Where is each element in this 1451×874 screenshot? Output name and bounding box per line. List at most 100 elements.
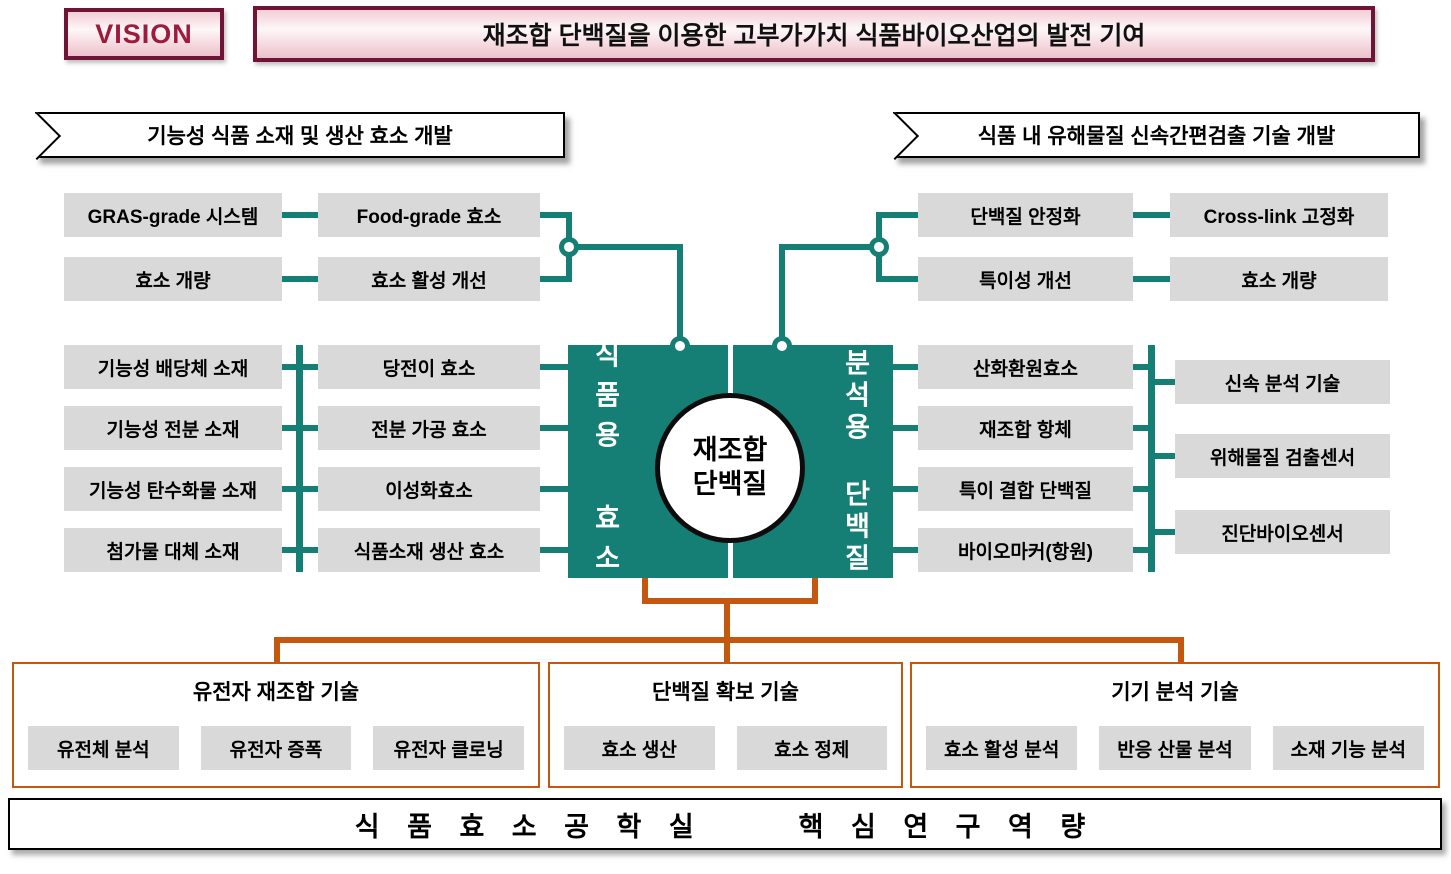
box-genome-analysis: 유전체 분석	[28, 726, 179, 770]
connector-line	[282, 425, 296, 431]
connector-line	[1133, 212, 1170, 218]
junction-ring	[772, 336, 792, 356]
group-gene-recombination-title: 유전자 재조합 기술	[192, 681, 360, 704]
vision-label: VISION	[95, 18, 193, 49]
box-enzyme-activity-improvement: 효소 활성 개선	[318, 257, 540, 301]
box-additive-substitute: 첨가물 대체 소재	[64, 528, 282, 572]
group-gene-recombination: 유전자 재조합 기술 유전체 분석 유전자 증폭 유전자 클로닝	[12, 662, 540, 788]
vision-title: 재조합 단백질을 이용한 고부가가치 식품바이오산업의 발전 기여	[482, 22, 1146, 50]
connector-line	[540, 547, 568, 553]
box-transglycosylation-enzyme: 당전이 효소	[318, 345, 540, 389]
box-gene-amplification: 유전자 증폭	[200, 726, 352, 770]
connector-line	[303, 486, 318, 492]
group-gene-recombination-items: 유전체 분석 유전자 증폭 유전자 클로닝	[14, 726, 538, 770]
group-protein-acquisition: 단백질 확보 기술 효소 생산 효소 정제	[548, 662, 903, 788]
connector-line	[779, 244, 879, 250]
connector-line	[282, 276, 318, 282]
connector-line	[1155, 529, 1175, 535]
connector-line	[303, 425, 318, 431]
connector-line	[724, 602, 730, 640]
connector-line	[540, 212, 572, 218]
connector-line	[1178, 641, 1184, 662]
connector-line	[812, 578, 818, 602]
junction-ring	[670, 336, 690, 356]
vision-title-box: 재조합 단백질을 이용한 고부가가치 식품바이오산업의 발전 기여	[253, 6, 1375, 62]
box-food-grade-enzyme: Food-grade 효소	[318, 193, 540, 237]
pillar-analysis-protein: 분석용 단백질	[733, 345, 893, 578]
box-recombinant-antibody: 재조합 항체	[918, 406, 1133, 450]
box-rapid-analysis-tech: 신속 분석 기술	[1175, 360, 1390, 404]
box-specificity-improvement: 특이성 개선	[918, 257, 1133, 301]
group-instrument-analysis-title: 기기 분석 기술	[1111, 681, 1239, 704]
connector-line	[893, 425, 918, 431]
box-specific-binding-protein: 특이 결합 단백질	[918, 467, 1133, 511]
connector-line	[540, 276, 572, 282]
footer-core-competency: 핵 심 연 구 역 량	[798, 811, 1096, 842]
group-protein-acquisition-title: 단백질 확보 기술	[652, 681, 799, 704]
core-recombinant-protein: 재조합 단백질	[655, 393, 805, 543]
connector-line	[303, 364, 318, 370]
connector-line	[540, 364, 568, 370]
junction-ring	[559, 237, 579, 257]
box-biomarker-antigen: 바이오마커(항원)	[918, 528, 1133, 572]
connector-line	[1133, 276, 1170, 282]
box-gras-grade-system: GRAS-grade 시스템	[64, 193, 282, 237]
box-isomerase: 이성화효소	[318, 467, 540, 511]
box-enzyme-improvement-right: 효소 개량	[1170, 257, 1388, 301]
right-section-header: 식품 내 유해물질 신속간편검출 기술 개발	[893, 112, 1420, 158]
box-functional-starch: 기능성 전분 소재	[64, 406, 282, 450]
box-gene-cloning: 유전자 클로닝	[373, 726, 525, 770]
connector-line	[282, 364, 296, 370]
left-section-header: 기능성 식품 소재 및 생산 효소 개발	[35, 112, 565, 158]
connector-line	[642, 598, 818, 604]
box-enzyme-activity-analysis: 효소 활성 분석	[926, 726, 1078, 770]
core-label-line1: 재조합	[692, 435, 768, 466]
connector-line	[642, 578, 648, 602]
pillar-analysis-protein-label: 분석용 단백질	[840, 348, 870, 575]
connector-line	[882, 212, 918, 218]
footer-bar: 식 품 효 소 공 학 실 핵 심 연 구 역 량	[8, 798, 1442, 850]
connector-line	[282, 212, 318, 218]
connector-line	[677, 244, 683, 345]
connector-line	[779, 244, 785, 345]
box-hazard-detection-sensor: 위해물질 검출센서	[1175, 434, 1390, 478]
box-material-function-analysis: 소재 기능 분석	[1272, 726, 1424, 770]
box-enzyme-improvement-left: 효소 개량	[64, 257, 282, 301]
connector-line	[274, 641, 280, 662]
connector-line	[274, 637, 1184, 643]
connector-line	[303, 547, 318, 553]
connector-line	[724, 641, 730, 662]
group-instrument-analysis: 기기 분석 기술 효소 활성 분석 반응 산물 분석 소재 기능 분석	[910, 662, 1440, 788]
connector-line	[1133, 364, 1148, 370]
connector-line	[1133, 547, 1148, 553]
footer-lab-name: 식 품 효 소 공 학 실	[354, 811, 704, 842]
box-oxidoreductase: 산화환원효소	[918, 345, 1133, 389]
connector-bar	[1148, 345, 1155, 572]
connector-line	[540, 425, 568, 431]
connector-line	[893, 486, 918, 492]
connector-line	[569, 244, 683, 250]
connector-line	[1133, 486, 1148, 492]
connector-line	[282, 547, 296, 553]
box-starch-processing-enzyme: 전분 가공 효소	[318, 406, 540, 450]
box-diagnostic-biosensor: 진단바이오센서	[1175, 510, 1390, 554]
box-enzyme-purification: 효소 정제	[736, 726, 887, 770]
group-instrument-analysis-items: 효소 활성 분석 반응 산물 분석 소재 기능 분석	[912, 726, 1438, 770]
connector-line	[893, 364, 918, 370]
connector-line	[1155, 453, 1175, 459]
core-label-line2: 단백질	[692, 469, 768, 499]
connector-line	[282, 486, 296, 492]
group-protein-acquisition-items: 효소 생산 효소 정제	[550, 726, 901, 770]
junction-ring	[869, 237, 889, 257]
vision-box: VISION	[64, 8, 224, 60]
box-food-material-production-enzyme: 식품소재 생산 효소	[318, 528, 540, 572]
connector-line	[893, 547, 918, 553]
connector-bar	[296, 345, 303, 572]
box-functional-glycoside: 기능성 배당체 소재	[64, 345, 282, 389]
box-enzyme-production: 효소 생산	[564, 726, 715, 770]
connector-line	[882, 276, 918, 282]
pillar-food-enzyme-label: 식품용 효소	[590, 340, 620, 583]
connector-line	[540, 486, 568, 492]
box-protein-stabilization: 단백질 안정화	[918, 193, 1133, 237]
